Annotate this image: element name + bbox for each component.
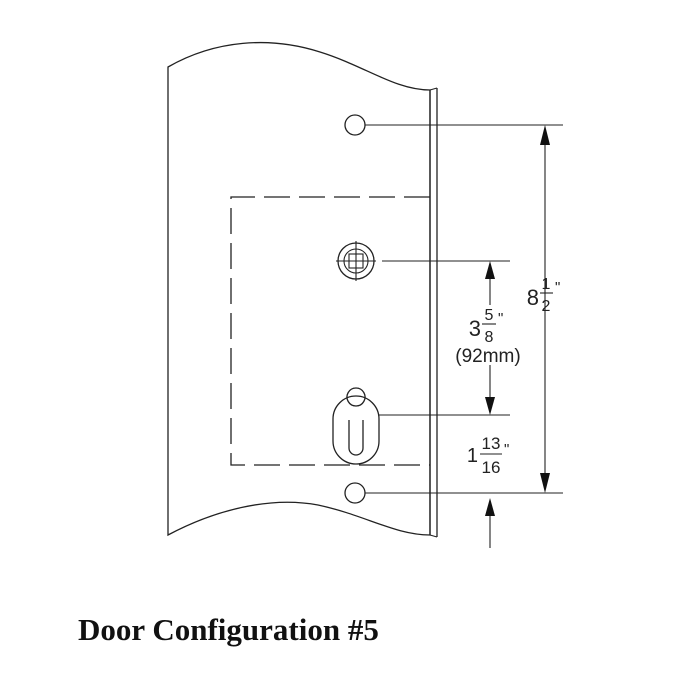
cylinder-keyhole xyxy=(332,387,380,465)
dimension-line-spindle-to-cylinder xyxy=(485,261,495,415)
dimension-line-cylinder-to-screw xyxy=(485,498,495,548)
faceplate-top-cap xyxy=(429,87,438,91)
top-screw-hole xyxy=(344,114,366,136)
dim-overall-whole: 8 xyxy=(527,285,539,310)
diagram-caption: Door Configuration #5 xyxy=(78,612,379,647)
mortise-lock-body-dashed xyxy=(230,196,430,466)
dim-cylinder-numerator: 13 xyxy=(482,434,501,453)
dimension-line-overall xyxy=(540,125,550,493)
faceplate-bottom-cap xyxy=(429,534,438,538)
dim-cylinder-whole: 1 xyxy=(467,445,478,467)
bottom-screw-hole xyxy=(344,482,366,504)
dim-overall-denominator: 2 xyxy=(542,298,551,315)
dim-cylinder-unit: " xyxy=(504,441,509,458)
spindle-hub xyxy=(336,241,376,281)
dim-overall-unit: " xyxy=(555,279,560,296)
dim-overall-numerator: 1 xyxy=(542,276,551,293)
dim-spindle-denominator: 8 xyxy=(485,329,494,346)
dim-spindle-metric: (92mm) xyxy=(455,346,520,367)
dim-spindle-whole: 3 xyxy=(469,316,481,341)
dim-spindle-unit: " xyxy=(498,310,503,327)
dim-cylinder-denominator: 16 xyxy=(482,458,501,477)
door-stile-outline xyxy=(167,41,431,537)
dim-spindle-numerator: 5 xyxy=(485,307,494,324)
